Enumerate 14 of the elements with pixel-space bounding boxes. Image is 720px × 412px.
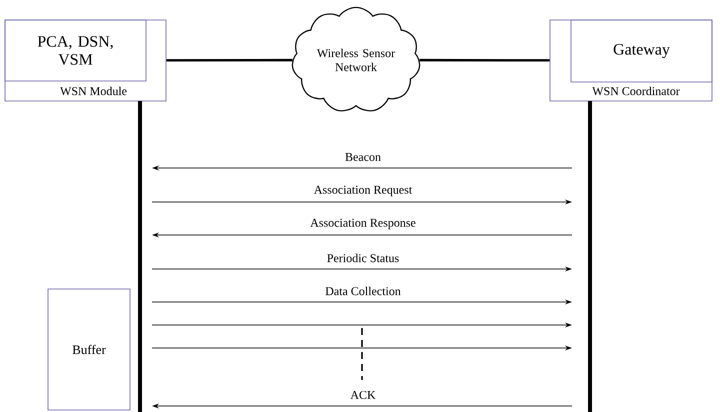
lifeline bbox=[588, 101, 592, 412]
connector-line bbox=[166, 58, 292, 62]
connector-line bbox=[420, 58, 550, 62]
edge-label: Periodic Status bbox=[326, 253, 400, 263]
edge-label: Association Request bbox=[313, 185, 413, 197]
inner-box: Gateway bbox=[570, 20, 712, 82]
lifeline bbox=[138, 101, 142, 412]
edge-label: ACK bbox=[350, 390, 376, 400]
edge-label: Association Response bbox=[310, 218, 416, 230]
inner-box: PCA, DSN, VSM bbox=[4, 20, 146, 82]
buffer-box: Buffer bbox=[48, 288, 130, 410]
network-cloud: Wireless Sensor Network bbox=[292, 6, 420, 112]
edge-label: Beacon bbox=[344, 152, 382, 162]
edge-label: Data Collection bbox=[324, 286, 402, 296]
